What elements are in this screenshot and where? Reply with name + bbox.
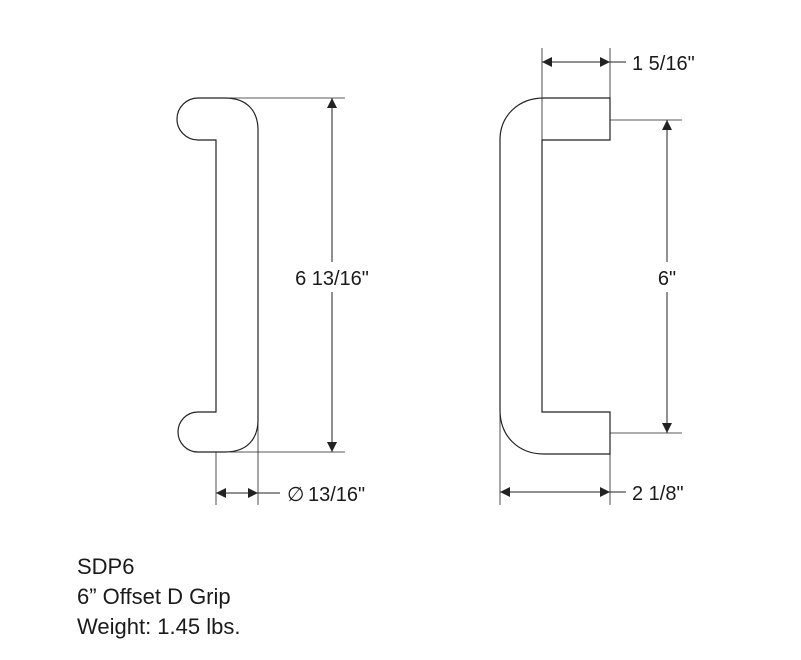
center-to-center-label: 6": [658, 268, 676, 290]
product-description: 6” Offset D Grip: [77, 584, 231, 609]
front-view: [176, 97, 345, 505]
model-number: SDP6: [77, 554, 135, 579]
grip-side-outline: [499, 97, 611, 455]
product-weight: Weight: 1.45 lbs.: [77, 614, 241, 639]
diameter-label: 13/16": [308, 484, 365, 506]
grip-front-outline: [176, 97, 259, 453]
overall-height-label: 6 13/16": [295, 268, 369, 290]
side-view: [499, 48, 682, 505]
offset-label: 1 5/16": [632, 53, 695, 75]
technical-drawing: 6 13/16" ∅ 13/16" 1 5/16" 6" 2 1/8": [176, 48, 695, 506]
diameter-symbol: ∅: [287, 484, 304, 506]
projection-label: 2 1/8": [632, 483, 684, 505]
